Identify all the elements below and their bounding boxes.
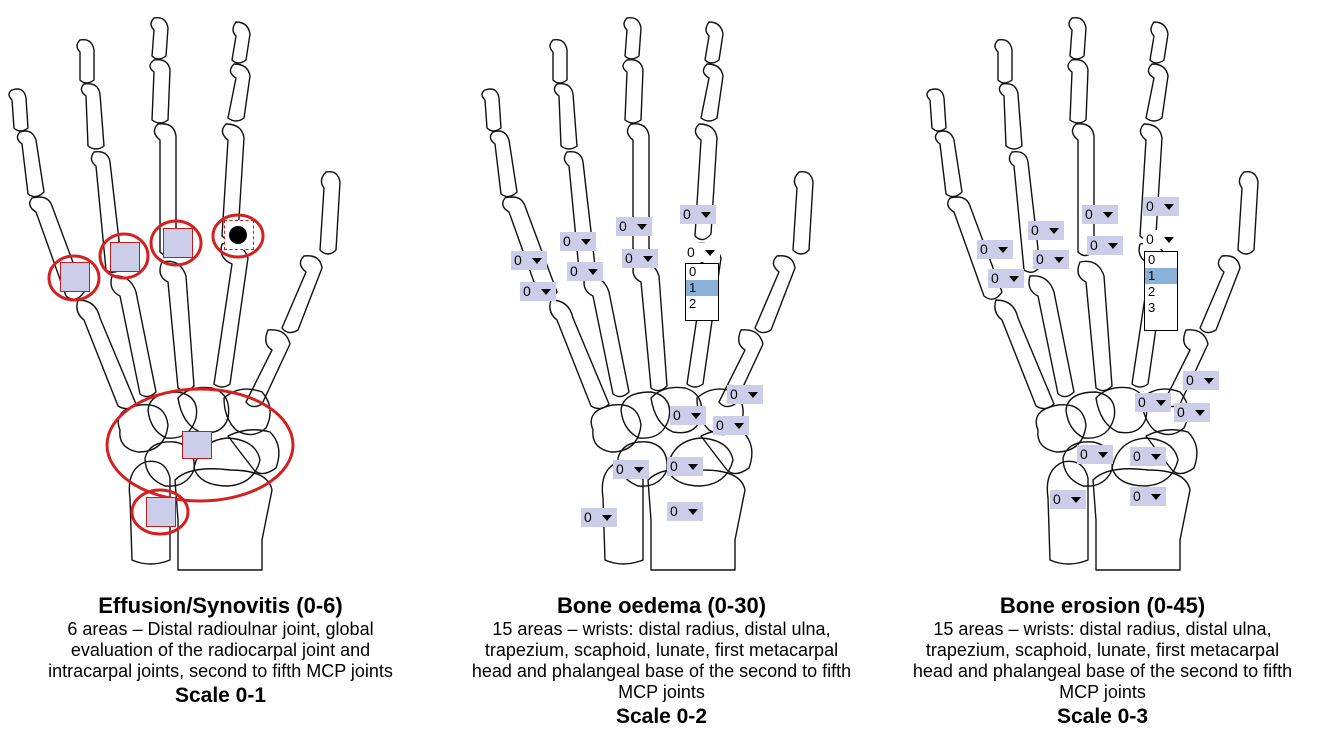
chevron-down-icon [701,212,711,218]
chevron-down-icon [1151,454,1161,460]
score-select[interactable]: 0 [988,269,1024,288]
dropdown-padding [686,312,718,320]
caption: Effusion/Synovitis (0-6) 6 areas – Dista… [0,594,441,708]
score-select[interactable]: 0 [1077,445,1113,464]
caption: Bone oedema (0-30) 15 areas – wrists: di… [441,594,882,729]
score-select-open[interactable]: 0 [684,243,720,262]
chevron-down-icon [637,224,647,230]
score-select[interactable]: 0 [713,416,749,435]
score-select[interactable]: 0 [977,240,1013,259]
score-select[interactable]: 0 [1135,393,1171,412]
caption: Bone erosion (0-45) 15 areas – wrists: d… [882,594,1323,729]
chevron-down-icon [581,239,591,245]
dropdown-option[interactable]: 0 [1145,252,1177,268]
score-select[interactable]: 0 [1183,371,1219,390]
chevron-down-icon [602,515,612,521]
chevron-down-icon [705,250,715,256]
chevron-down-icon [1049,228,1059,234]
dropdown-option[interactable]: 2 [686,296,718,312]
chevron-down-icon [1164,204,1174,210]
score-select[interactable]: 0 [616,217,652,236]
chevron-down-icon [1156,400,1166,406]
score-dropdown-list: 0 1 2 [685,263,719,321]
panel-description: 15 areas – wrists: distal radius, distal… [441,619,882,703]
chevron-down-icon [634,467,644,473]
hand-skeleton-diagram [882,0,1323,580]
score-select[interactable]: 0 [1143,197,1179,216]
score-select[interactable]: 0 [581,508,617,527]
score-select[interactable]: 0 [511,251,547,270]
mcp4-marker[interactable] [110,242,140,272]
mcp5-marker[interactable] [60,262,90,292]
panel-title: Effusion/Synovitis (0-6) [0,594,441,618]
score-select[interactable]: 0 [727,385,763,404]
score-select[interactable]: 0 [520,282,556,301]
panel-scale: Scale 0-1 [0,684,441,708]
panel-title: Bone erosion (0-45) [882,594,1323,618]
chevron-down-icon [1054,257,1064,263]
dropdown-padding [1145,316,1177,330]
score-select[interactable]: 0 [613,460,649,479]
score-select[interactable]: 0 [1087,236,1123,255]
score-select[interactable]: 0 [1082,205,1118,224]
score-select[interactable]: 0 [1033,250,1069,269]
mcp3-marker[interactable] [163,228,193,258]
dropdown-option-highlighted[interactable]: 1 [686,280,718,296]
score-select[interactable]: 0 [1174,403,1210,422]
dropdown-option[interactable]: 0 [686,264,718,280]
score-dropdown-list: 0 1 2 3 [1144,251,1178,331]
score-select[interactable]: 0 [1130,447,1166,466]
panel-scale: Scale 0-2 [441,705,882,729]
score-select[interactable]: 0 [680,205,716,224]
hand-skeleton-diagram [441,0,882,580]
panel-bone-erosion: 0 0 0 0 0 0 0 0 0 1 2 3 0 0 0 0 0 0 0 Bo… [882,0,1323,752]
score-select[interactable]: 0 [1050,490,1086,509]
chevron-down-icon [1108,243,1118,249]
chevron-down-icon [688,464,698,470]
chevron-down-icon [688,509,698,515]
panel-description: 6 areas – Distal radioulnar joint, globa… [0,619,441,682]
chevron-down-icon [691,413,701,419]
score-select[interactable]: 0 [670,406,706,425]
panel-title: Bone oedema (0-30) [441,594,882,618]
chevron-down-icon [1103,212,1113,218]
chevron-down-icon [532,258,542,264]
chevron-down-icon [1098,452,1108,458]
selected-dot-icon [229,226,247,244]
score-select[interactable]: 0 [1028,221,1064,240]
radioulnar-marker[interactable] [146,497,176,527]
chevron-down-icon [748,392,758,398]
chevron-down-icon [734,423,744,429]
score-select[interactable]: 0 [1130,487,1166,506]
score-select-open[interactable]: 0 [1143,230,1179,249]
radiocarpal-marker[interactable] [182,431,212,459]
dropdown-option-highlighted[interactable]: 1 [1145,268,1177,284]
chevron-down-icon [541,289,551,295]
score-select[interactable]: 0 [622,249,658,268]
panel-bone-oedema: 0 0 0 0 0 0 0 0 0 1 2 0 0 0 0 0 0 0 Bone… [441,0,882,752]
chevron-down-icon [1164,237,1174,243]
score-select[interactable]: 0 [567,262,603,281]
panel-effusion-synovitis: Effusion/Synovitis (0-6) 6 areas – Dista… [0,0,441,752]
chevron-down-icon [588,269,598,275]
chevron-down-icon [1071,497,1081,503]
dropdown-option[interactable]: 2 [1145,284,1177,300]
panel-description: 15 areas – wrists: distal radius, distal… [882,619,1323,703]
chevron-down-icon [1195,410,1205,416]
score-select[interactable]: 0 [560,232,596,251]
chevron-down-icon [643,256,653,262]
chevron-down-icon [1009,276,1019,282]
chevron-down-icon [1204,378,1214,384]
score-select[interactable]: 0 [667,502,703,521]
chevron-down-icon [998,247,1008,253]
chevron-down-icon [1151,494,1161,500]
panel-scale: Scale 0-3 [882,705,1323,729]
score-select[interactable]: 0 [667,457,703,476]
dropdown-option[interactable]: 3 [1145,300,1177,316]
